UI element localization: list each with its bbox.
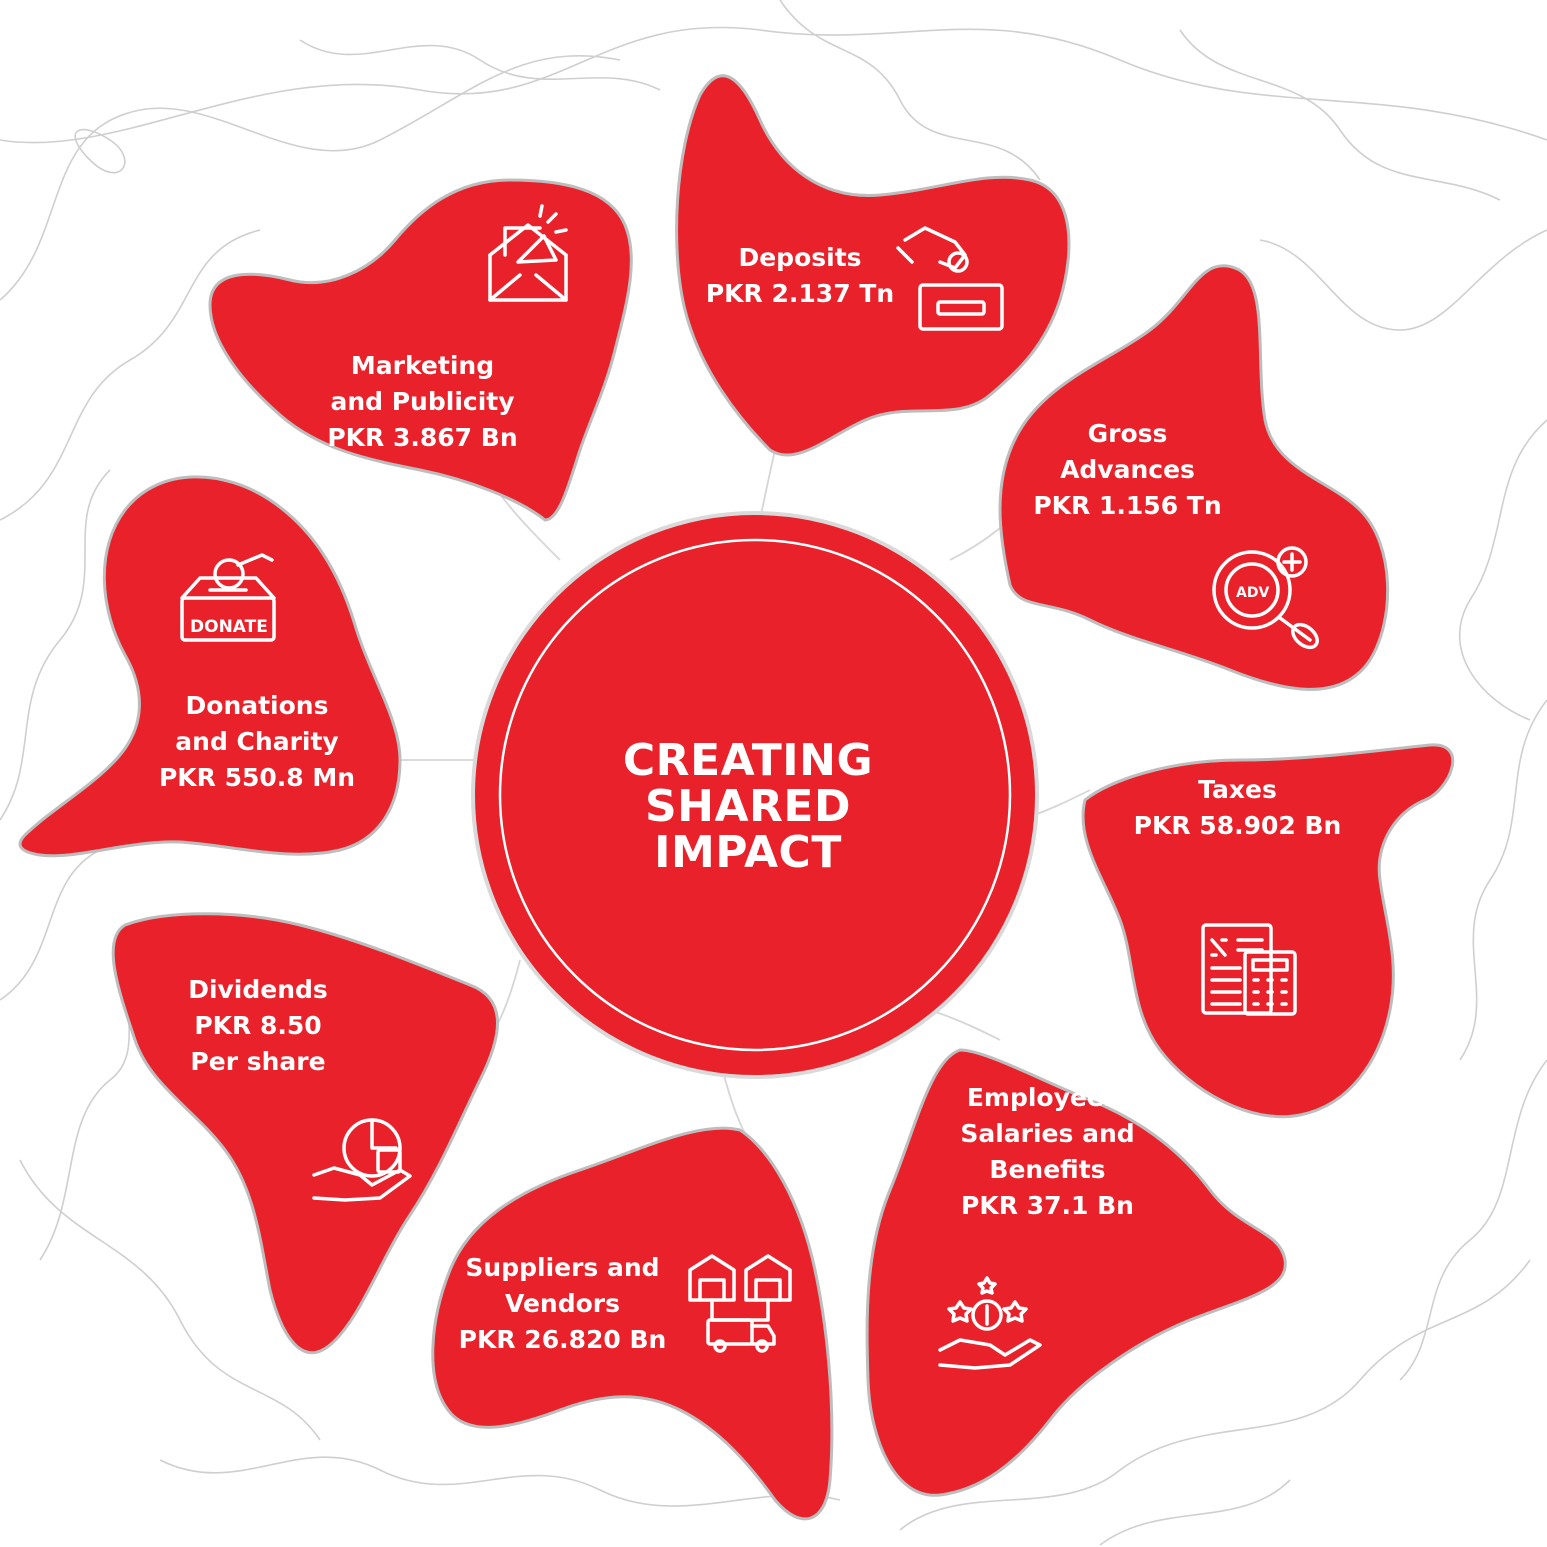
petal-shape	[1081, 743, 1455, 1119]
petal-employees	[865, 1048, 1287, 1497]
warehouse-truck-icon	[688, 1254, 792, 1353]
adv-magnifier-icon: ADV	[1212, 546, 1319, 650]
petal-shape	[865, 1048, 1287, 1497]
petal-shape	[431, 1126, 834, 1521]
suppliers-line: Vendors	[504, 1289, 620, 1318]
center-hub	[471, 511, 1039, 1079]
marketing-line: Marketing	[350, 351, 495, 380]
petal-shape	[675, 74, 1071, 457]
deposits-title: Deposits	[738, 243, 862, 272]
employees-value: PKR 37.1 Bn	[961, 1191, 1134, 1220]
petal-shape	[18, 475, 402, 858]
center-circle	[471, 511, 1039, 1079]
employees-line: Employees’	[966, 1083, 1129, 1112]
tax-calculator-icon	[1201, 923, 1297, 1016]
taxes-value: PKR 58.902 Bn	[1133, 811, 1342, 840]
svg-text:DONATE: DONATE	[190, 617, 268, 637]
marketing-line: and Publicity	[330, 387, 515, 416]
megaphone-envelope-icon	[488, 204, 568, 302]
svg-text:ADV: ADV	[1236, 585, 1269, 601]
center-line: SHARED	[644, 781, 852, 832]
dividends-label: Dividends PKR 8.50 Per share	[163, 972, 353, 1080]
suppliers-line: Suppliers and	[465, 1253, 660, 1282]
employees-line: Salaries and	[960, 1119, 1135, 1148]
petal-suppliers	[431, 1126, 834, 1521]
suppliers-label: Suppliers and Vendors PKR 26.820 Bn	[455, 1250, 670, 1358]
petal-taxes	[1081, 743, 1455, 1119]
dividend-hand-icon	[312, 1118, 412, 1202]
donations-label: Donations and Charity PKR 550.8 Mn	[152, 688, 362, 796]
dividends-line: Per share	[190, 1047, 326, 1076]
center-ring	[498, 538, 1012, 1052]
donations-value: PKR 550.8 Mn	[158, 763, 356, 792]
petal-deposits	[675, 74, 1071, 457]
center-line: CREATING	[622, 735, 874, 786]
gross-advances-value: PKR 1.156 Tn	[1033, 491, 1222, 520]
taxes-label: Taxes PKR 58.902 Bn	[1130, 772, 1345, 844]
center-title: CREATING SHARED IMPACT	[618, 738, 878, 876]
employees-label: Employees’ Salaries and Benefits PKR 37.…	[945, 1080, 1150, 1224]
deposits-value: PKR 2.137 Tn	[705, 279, 895, 308]
petal-shape	[208, 178, 633, 522]
donate-box-icon: DONATE	[180, 553, 276, 642]
gross-advances-line: Gross	[1087, 419, 1168, 448]
donations-line: Donations	[185, 691, 329, 720]
petal-donations	[18, 475, 402, 858]
gross-advances-label: Gross Advances PKR 1.156 Tn	[1030, 416, 1225, 524]
deposits-label: Deposits PKR 2.137 Tn	[700, 240, 900, 312]
petal-dividends	[111, 912, 499, 1355]
petal-shape	[111, 912, 499, 1355]
donations-line: and Charity	[175, 727, 339, 756]
gross-advances-line: Advances	[1060, 455, 1195, 484]
dividends-value: PKR 8.50	[194, 1011, 322, 1040]
salary-hand-icon	[938, 1276, 1042, 1370]
taxes-title: Taxes	[1198, 775, 1277, 804]
employees-line: Benefits	[989, 1155, 1106, 1184]
petal-marketing	[208, 178, 633, 522]
cash-deposit-icon	[896, 226, 1004, 331]
dividends-title: Dividends	[188, 975, 328, 1004]
marketing-value: PKR 3.867 Bn	[327, 423, 518, 452]
marketing-label: Marketing and Publicity PKR 3.867 Bn	[315, 348, 530, 456]
suppliers-value: PKR 26.820 Bn	[458, 1325, 667, 1354]
center-line: IMPACT	[654, 827, 842, 878]
